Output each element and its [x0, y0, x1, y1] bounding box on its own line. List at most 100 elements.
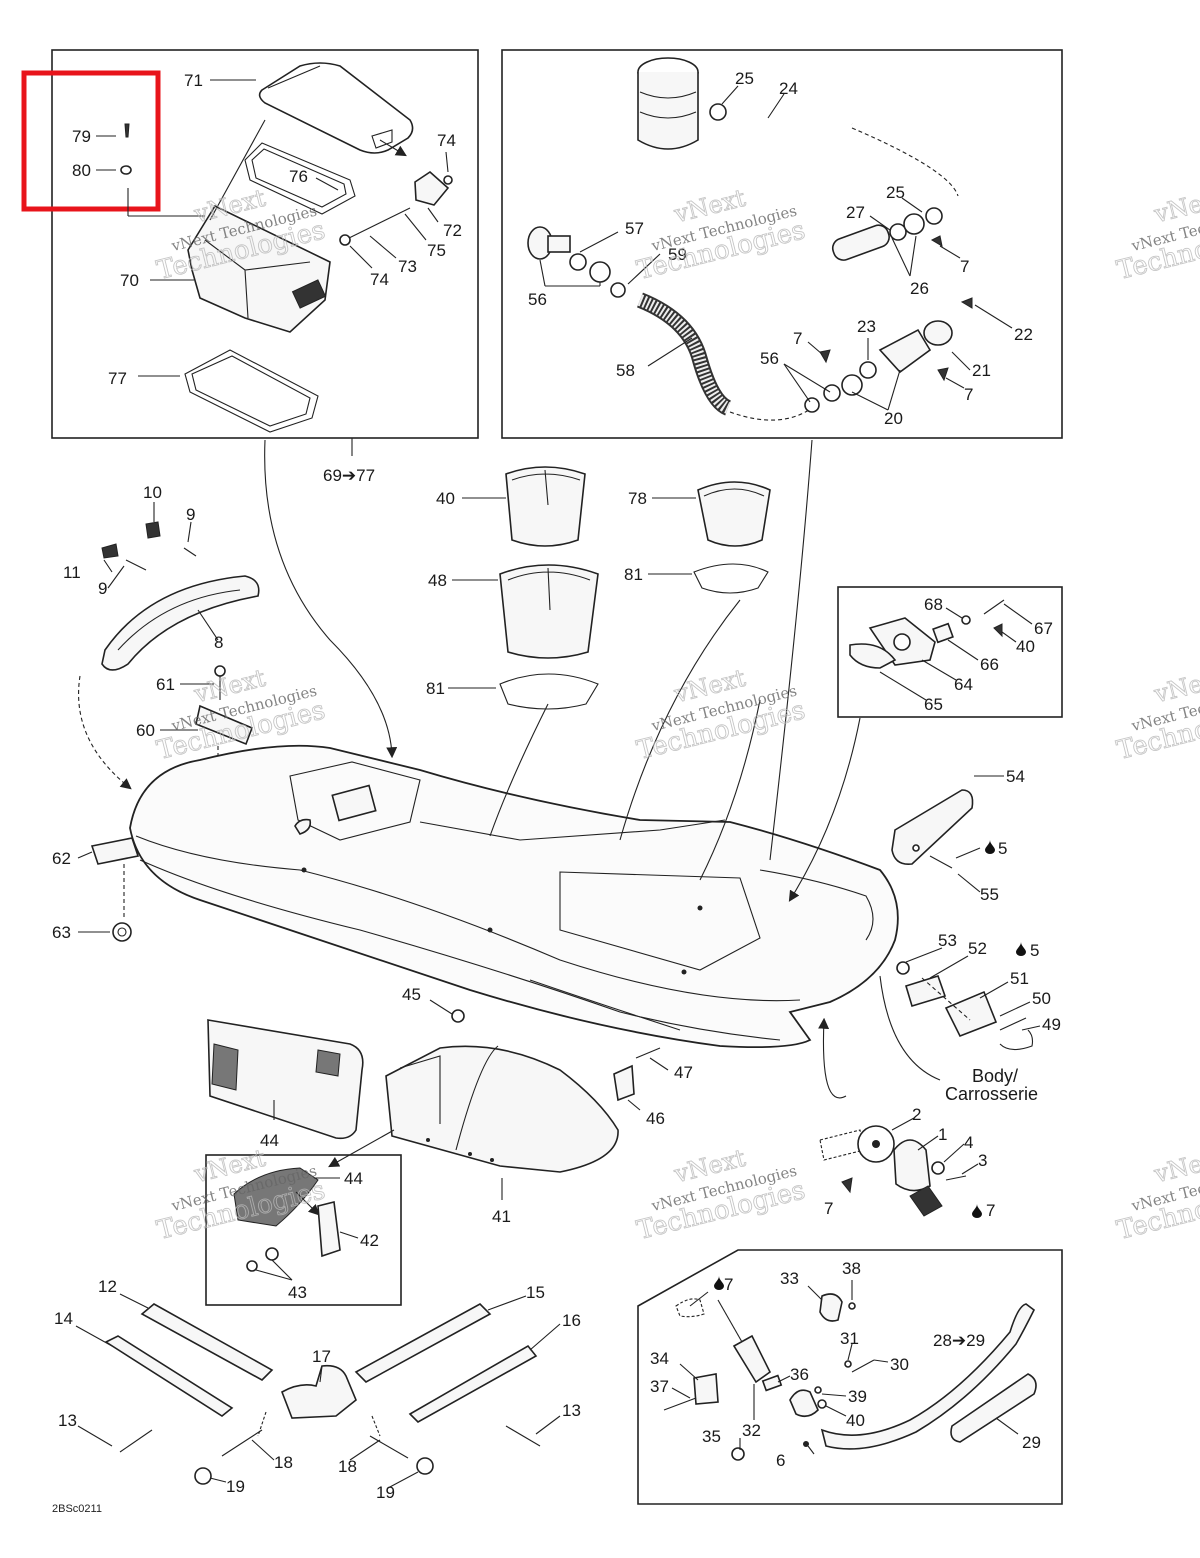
- inset-frame-latch: [837, 586, 1063, 718]
- callout-60: 60: [136, 721, 155, 740]
- callout-22: 22: [1014, 325, 1033, 344]
- callout-58: 58: [616, 361, 635, 380]
- callout-74a: 74: [437, 131, 456, 150]
- callout-26: 26: [910, 279, 929, 298]
- callout-7e: 7: [986, 1201, 995, 1220]
- callout-16: 16: [562, 1311, 581, 1330]
- callout-76: 76: [289, 167, 308, 186]
- callout-29: 29: [1022, 1433, 1041, 1452]
- callout-40c: 40: [846, 1411, 865, 1430]
- callout-68: 68: [924, 595, 943, 614]
- inset-reboarding: 7 33 38 31 30 34 36 37 39 40 32 35 6 28➔…: [637, 1249, 1063, 1505]
- callout-45: 45: [402, 985, 421, 1004]
- callout-8: 8: [214, 633, 223, 652]
- inset-frame-mesh: [205, 1154, 402, 1306]
- callout-33: 33: [780, 1269, 799, 1288]
- highlight-box: [21, 70, 161, 212]
- callout-10: 10: [143, 483, 162, 502]
- bracket-group: 54 5 55: [891, 767, 1025, 904]
- callout-63: 63: [52, 923, 71, 942]
- callout-46: 46: [646, 1109, 665, 1128]
- callout-44b: 44: [344, 1169, 363, 1188]
- callout-4: 4: [964, 1133, 973, 1152]
- callout-24: 24: [779, 79, 798, 98]
- callout-11: 11: [63, 563, 81, 582]
- cover-group: 45 47 46 44 41: [207, 985, 693, 1226]
- callout-77: 77: [108, 369, 127, 388]
- callout-5b: 5: [1030, 941, 1039, 960]
- tow-eye-group: 53 52 5 51 50 49 Body/ Carrosserie: [879, 931, 1061, 1104]
- callout-5a: 5: [998, 839, 1007, 858]
- callout-34: 34: [650, 1349, 669, 1368]
- lid-part: [258, 62, 414, 154]
- callout-70: 70: [120, 271, 139, 290]
- rails-group: 12 14 13 17 15 16 13 18 18 19 19 2BSc021…: [52, 1277, 581, 1515]
- callout-13a: 13: [58, 1411, 77, 1430]
- hull-shape: [129, 744, 899, 1049]
- callout-74b: 74: [370, 270, 389, 289]
- callout-67: 67: [1034, 619, 1053, 638]
- callout-40b: 40: [1016, 637, 1035, 656]
- drawing-code: 2BSc0211: [52, 1503, 102, 1515]
- callout-12: 12: [98, 1277, 117, 1296]
- callout-41: 41: [492, 1207, 511, 1226]
- callout-31: 31: [840, 1329, 859, 1348]
- callout-49: 49: [1042, 1015, 1061, 1034]
- callout-2: 2: [912, 1105, 921, 1124]
- callout-37: 37: [650, 1377, 669, 1396]
- callout-7c: 7: [964, 385, 973, 404]
- callout-56b: 56: [760, 349, 779, 368]
- callout-81b: 81: [624, 565, 643, 584]
- callout-56a: 56: [528, 290, 547, 309]
- callout-71: 71: [184, 71, 203, 90]
- callout-25a: 25: [735, 69, 754, 88]
- callout-30: 30: [890, 1355, 909, 1374]
- hinge-group: 61 60 62 63: [52, 665, 254, 942]
- callout-13b: 13: [562, 1401, 581, 1420]
- callout-51: 51: [1010, 969, 1029, 988]
- callout-50: 50: [1032, 989, 1051, 1008]
- callout-48: 48: [428, 571, 447, 590]
- callout-65: 65: [924, 695, 943, 714]
- callout-17: 17: [312, 1347, 331, 1366]
- callout-61: 61: [156, 675, 175, 694]
- callout-40a: 40: [436, 489, 455, 508]
- callout-7a: 7: [960, 257, 969, 276]
- callout-32: 32: [742, 1421, 761, 1440]
- inset-frame-right: [501, 49, 1063, 439]
- callout-36: 36: [790, 1365, 809, 1384]
- hull-body: [129, 439, 899, 1049]
- body-label-line1: Body/: [972, 1066, 1018, 1086]
- callout-64: 64: [954, 675, 973, 694]
- callout-69-77: 69➔77: [323, 466, 375, 485]
- callout-9a: 9: [186, 505, 195, 524]
- callout-80: 80: [72, 161, 91, 180]
- drain-plug-group: 2 1 4 3 7 7: [818, 1017, 995, 1220]
- inset-mesh: 44 42 43: [205, 1154, 402, 1306]
- callout-47: 47: [674, 1063, 693, 1082]
- callout-27: 27: [846, 203, 865, 222]
- callout-19a: 19: [226, 1477, 245, 1496]
- callout-43: 43: [288, 1283, 307, 1302]
- callout-39: 39: [848, 1387, 867, 1406]
- callout-23: 23: [857, 317, 876, 336]
- callout-52: 52: [968, 939, 987, 958]
- inset-air-box: 71 79 80 76 74 72 75 73 74 70 77 69➔77: [21, 49, 479, 485]
- callout-55: 55: [980, 885, 999, 904]
- callout-54: 54: [1006, 767, 1025, 786]
- callout-35: 35: [702, 1427, 721, 1446]
- callout-9b: 9: [98, 579, 107, 598]
- callout-20: 20: [884, 409, 903, 428]
- callout-42: 42: [360, 1231, 379, 1250]
- callout-38: 38: [842, 1259, 861, 1278]
- callout-66: 66: [980, 655, 999, 674]
- callout-78: 78: [628, 489, 647, 508]
- inset-bilge: 25 24 57 59 25 27 7 26 56 22 23 7 58 56 …: [501, 49, 1063, 439]
- callout-1: 1: [938, 1125, 947, 1144]
- callout-28-29: 28➔29: [933, 1331, 985, 1350]
- callout-21: 21: [972, 361, 991, 380]
- handle-group: 10 9 11 9 8: [63, 483, 260, 790]
- callout-81a: 81: [426, 679, 445, 698]
- air-box-part: [187, 204, 331, 333]
